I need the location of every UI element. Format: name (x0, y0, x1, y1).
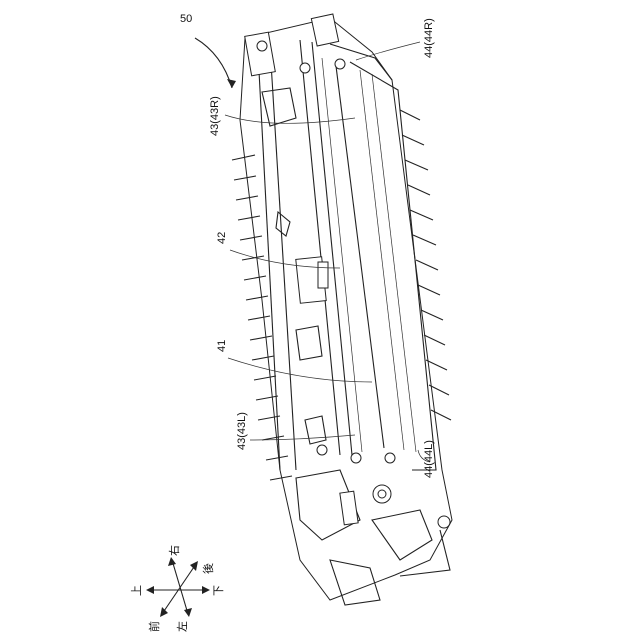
arrow-left-head (184, 608, 192, 617)
arrow-down-head (202, 586, 210, 594)
arrow-up-head (146, 586, 154, 594)
dir-rear: 後 (201, 563, 215, 574)
arrow-front-head (160, 607, 168, 617)
dir-front: 前 (147, 621, 161, 632)
label-41: 41 (216, 340, 228, 352)
direction-compass: 上 下 右 後 前 左 (130, 545, 225, 632)
label-43R: 43(43R) (209, 96, 221, 136)
leader-50 (195, 38, 232, 88)
label-42: 42 (216, 232, 228, 244)
dir-down: 下 (212, 585, 225, 596)
arrow-right-head (168, 557, 176, 566)
dir-right: 右 (167, 545, 181, 556)
label-44L: 44(44L) (423, 440, 435, 478)
arrow-rear-head (190, 561, 198, 571)
compass-axis-leftright (172, 560, 188, 614)
unit-drawing (232, 14, 452, 605)
label-43L: 43(43L) (236, 412, 248, 450)
leader-50-arrowhead (227, 79, 236, 88)
dir-left: 左 (176, 621, 189, 632)
label-44R: 44(44R) (423, 18, 435, 58)
label-50: 50 (180, 13, 192, 25)
dir-up: 上 (130, 585, 143, 596)
compass-axis-frontrear (162, 564, 196, 614)
